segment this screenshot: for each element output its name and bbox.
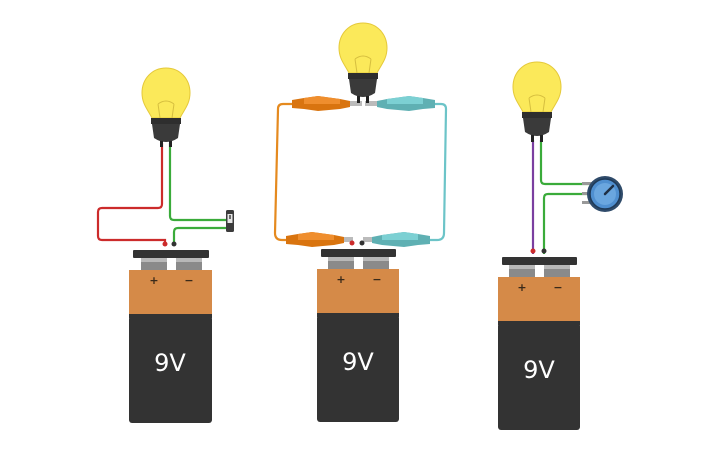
bulb-glass <box>512 61 562 113</box>
battery-label: 9V <box>342 348 374 376</box>
potentiometer[interactable] <box>582 176 623 212</box>
wire-teal[interactable] <box>430 102 448 242</box>
light-bulb[interactable] <box>338 22 388 103</box>
wire-green-2[interactable] <box>542 192 592 254</box>
circuit-clips: + − 9V <box>273 22 448 423</box>
bulb-base <box>151 118 181 124</box>
slide-switch[interactable] <box>226 210 234 232</box>
battery-9v[interactable]: + − 9V <box>498 248 580 431</box>
battery-9v[interactable]: + − 9V <box>317 240 399 423</box>
bulb-base <box>348 73 378 79</box>
minus-sign: − <box>184 274 193 287</box>
bulb-glass <box>141 67 191 119</box>
minus-sign: − <box>553 281 562 294</box>
plus-sign: + <box>149 274 158 287</box>
minus-sign: − <box>372 273 381 286</box>
bulb-glass <box>338 22 388 74</box>
clip-orange-top[interactable] <box>292 96 362 111</box>
battery-label: 9V <box>523 356 555 384</box>
battery-label: 9V <box>154 349 186 377</box>
plus-sign: + <box>517 281 526 294</box>
clip-teal-bottom[interactable] <box>363 232 430 247</box>
light-bulb[interactable] <box>512 61 562 142</box>
wire-green[interactable] <box>539 140 592 186</box>
circuit-switch: + − 9V <box>96 67 234 424</box>
plus-sign: + <box>336 273 345 286</box>
bulb-base <box>522 112 552 118</box>
light-bulb[interactable] <box>141 67 191 147</box>
wire-green-2[interactable] <box>172 226 228 246</box>
clip-teal-top[interactable] <box>365 96 435 111</box>
circuit-potentiometer: + − 9V <box>498 61 623 431</box>
wire-orange[interactable] <box>273 102 292 242</box>
clip-orange-bottom[interactable] <box>286 232 353 247</box>
knob-indicator <box>603 184 615 196</box>
wire-green[interactable] <box>168 143 228 222</box>
battery-9v[interactable]: + − 9V <box>129 241 212 424</box>
wire-red[interactable] <box>96 143 167 246</box>
